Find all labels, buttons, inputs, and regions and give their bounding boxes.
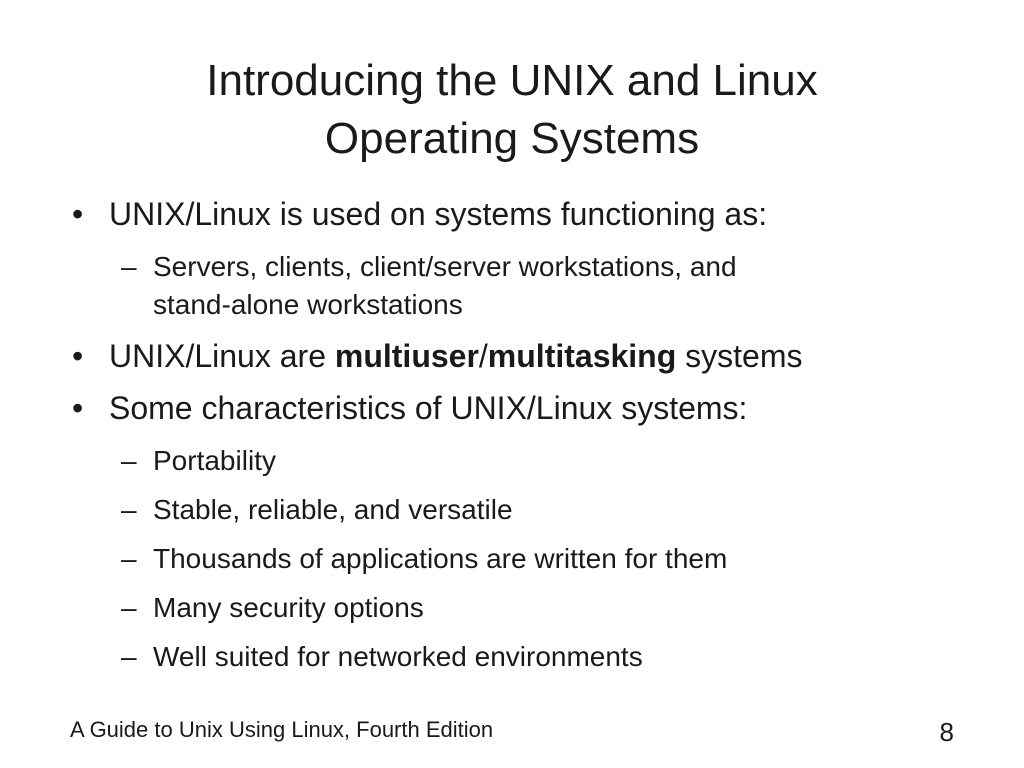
dash-icon: – xyxy=(121,251,137,282)
dash-icon: – xyxy=(121,641,137,672)
sub-item: – Servers, clients, client/server workst… xyxy=(72,248,972,324)
sub-item: – Well suited for networked environments xyxy=(72,638,972,676)
bullet-text: Some characteristics of UNIX/Linux syste… xyxy=(109,390,748,426)
bullet-item: • UNIX/Linux is used on systems function… xyxy=(72,190,972,238)
sub-item-text: Well suited for networked environments xyxy=(153,641,643,672)
bold-term-multitasking: multitasking xyxy=(487,338,677,374)
sub-item-text: Portability xyxy=(153,445,276,476)
sub-item: – Stable, reliable, and versatile xyxy=(72,491,972,529)
bullet-icon: • xyxy=(72,196,84,232)
page-number: 8 xyxy=(939,717,954,747)
title-line-1: Introducing the UNIX and Linux xyxy=(206,56,818,105)
bullet-item: • UNIX/Linux are multiuser/multitasking … xyxy=(72,332,972,380)
sub-item: – Thousands of applications are written … xyxy=(72,540,972,578)
slide-content: • UNIX/Linux is used on systems function… xyxy=(72,190,972,687)
dash-icon: – xyxy=(121,543,137,574)
sub-item: – Many security options xyxy=(72,589,972,627)
sub-list: – Portability – Stable, reliable, and ve… xyxy=(72,442,972,676)
bullet-text-suffix: systems xyxy=(676,338,803,374)
slide-title: Introducing the UNIX and Linux Operating… xyxy=(60,52,964,168)
bold-term-multiuser: multiuser xyxy=(334,338,479,374)
sub-item-text-line1: Servers, clients, client/server workstat… xyxy=(153,251,737,282)
bullet-item: • Some characteristics of UNIX/Linux sys… xyxy=(72,384,972,432)
dash-icon: – xyxy=(121,445,137,476)
sub-item-text-line2: stand-alone workstations xyxy=(153,289,463,320)
dash-icon: – xyxy=(121,592,137,623)
bullet-text: UNIX/Linux is used on systems functionin… xyxy=(109,196,768,232)
sub-item-text: Stable, reliable, and versatile xyxy=(153,494,513,525)
slide-footer: A Guide to Unix Using Linux, Fourth Edit… xyxy=(70,717,494,742)
title-line-2: Operating Systems xyxy=(324,114,700,163)
sub-item: – Portability xyxy=(72,442,972,480)
sub-list: – Servers, clients, client/server workst… xyxy=(72,248,972,324)
bullet-text-prefix: UNIX/Linux are xyxy=(109,338,335,374)
bullet-icon: • xyxy=(72,390,84,426)
slash-separator: / xyxy=(478,338,488,374)
sub-item-text: Thousands of applications are written fo… xyxy=(153,543,728,574)
sub-item-text: Many security options xyxy=(153,592,424,623)
dash-icon: – xyxy=(121,494,137,525)
bullet-icon: • xyxy=(72,338,84,374)
